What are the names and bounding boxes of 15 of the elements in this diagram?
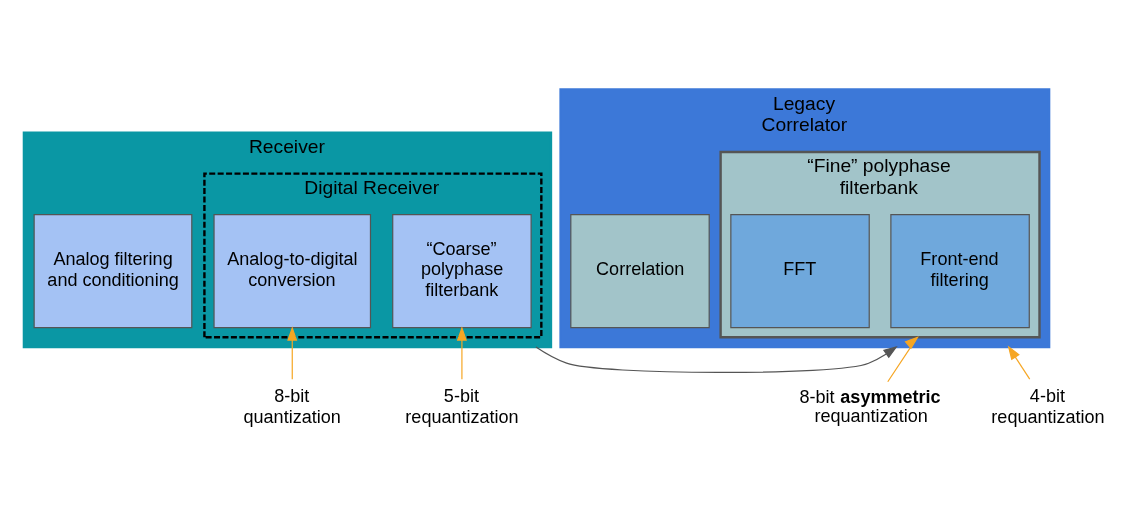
node-box: FFT <box>730 214 870 329</box>
node-box: Analog-to-digital conversion <box>213 214 372 329</box>
node-box: Correlation <box>570 214 710 329</box>
node-box: “Coarse” polyphase filterbank <box>392 214 532 329</box>
node-text: 5-bit requantization <box>405 386 519 427</box>
arrow <box>287 326 298 380</box>
node-text: 8-bit quantization <box>243 386 341 427</box>
node-box: Analog filtering and conditioning <box>33 214 193 329</box>
node-text: 4-bit requantization <box>991 386 1105 427</box>
node-text: 8-bit asymmetric requantization <box>799 387 941 426</box>
arrow <box>1007 345 1031 380</box>
arrow <box>456 326 467 380</box>
arrow <box>887 336 919 383</box>
arrow <box>535 345 898 374</box>
node-box: Front-end filtering <box>890 214 1030 329</box>
